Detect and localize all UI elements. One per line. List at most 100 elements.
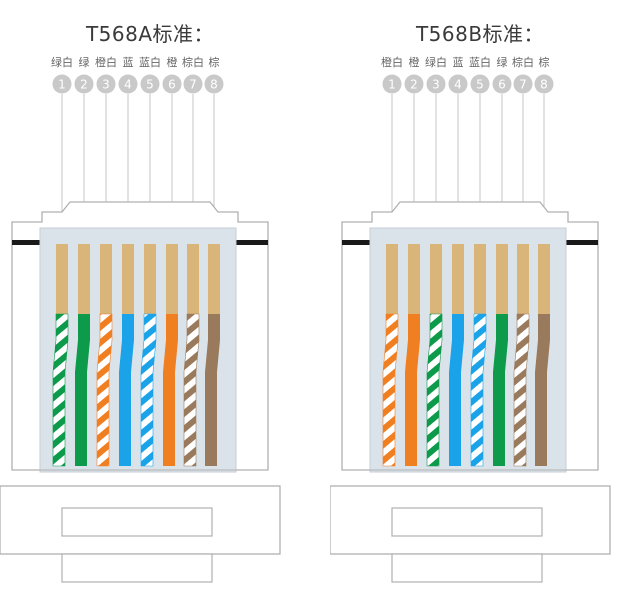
wire-4: [119, 244, 134, 466]
pin-5-number: 5: [146, 78, 154, 92]
pin-8-color-label: 棕: [539, 55, 550, 69]
pin-5-badge: [470, 74, 490, 94]
pin-4-badge: [118, 74, 138, 94]
pin-4-color-label: 蓝: [123, 56, 134, 69]
connector-contact-window: [369, 227, 567, 473]
pin-3-number: 3: [432, 78, 440, 92]
wire-2: [405, 244, 420, 466]
wire-1: [52, 244, 69, 467]
wire-8-insulation: [205, 314, 220, 466]
t568a-title: T568A标准：: [85, 22, 215, 46]
pin-8-number: 8: [210, 78, 218, 92]
wire-7-insulation: [183, 313, 200, 467]
pin-2-number: 2: [410, 78, 418, 92]
pin-3-badge: [96, 74, 116, 94]
t568b-title: T568B标准：: [415, 22, 545, 46]
wire-4-gold-contact: [452, 244, 464, 316]
plug-slot: [61, 507, 213, 537]
wire-3-gold-contact: [430, 244, 442, 316]
wire-7-gold-contact: [517, 244, 529, 316]
pin-7-color-label: 棕白: [512, 55, 534, 69]
plug-tail: [61, 553, 213, 583]
wire-4-gold-contact: [122, 244, 134, 316]
pin-7-color-label: 棕白: [182, 55, 204, 69]
wire-3-gold-contact: [100, 244, 112, 316]
wire-8-insulation: [535, 314, 550, 466]
pin-6-number: 6: [498, 78, 506, 92]
wire-8: [535, 244, 550, 466]
pin-5-color-label: 蓝白: [469, 55, 491, 69]
wire-8: [205, 244, 220, 466]
wire-5-gold-contact: [474, 244, 486, 316]
plug-tail: [391, 553, 543, 583]
pin-4-number: 4: [124, 78, 132, 92]
pin-2-color-label: 橙: [409, 55, 420, 69]
pin-1-color-label: 橙白: [381, 55, 403, 69]
pin-6-badge: [492, 74, 512, 94]
pin-8-badge: [204, 74, 224, 94]
wire-1-insulation: [52, 313, 69, 467]
pin-8-number: 8: [540, 78, 548, 92]
pin-1-badge: [52, 74, 72, 94]
wire-7: [183, 244, 200, 467]
wire-3-insulation: [426, 313, 443, 467]
pin-5-badge: [140, 74, 160, 94]
wire-1-gold-contact: [56, 244, 68, 316]
pin-5-color-label: 蓝白: [139, 55, 161, 69]
wire-1: [382, 244, 399, 467]
wire-8-gold-contact: [538, 244, 550, 316]
wire-2-insulation: [405, 314, 420, 466]
wire-3: [96, 244, 113, 467]
wire-6-gold-contact: [166, 244, 178, 316]
pin-6-color-label: 绿: [497, 55, 508, 69]
wire-4-insulation: [449, 314, 464, 466]
wire-5-insulation: [470, 313, 487, 467]
pin-4-number: 4: [454, 78, 462, 92]
wire-4-insulation: [119, 314, 134, 466]
pin-1-color-label: 绿白: [51, 55, 73, 69]
pin-4-color-label: 蓝: [453, 56, 464, 69]
pin-1-number: 1: [58, 78, 66, 92]
pin-6-color-label: 橙: [167, 55, 178, 69]
wire-6-insulation: [493, 314, 508, 466]
pin-2-number: 2: [80, 78, 88, 92]
wire-5-gold-contact: [144, 244, 156, 316]
wire-7: [513, 244, 530, 467]
wire-2: [75, 244, 90, 466]
pin-3-color-label: 绿白: [425, 55, 447, 69]
pin-7-number: 7: [189, 78, 197, 92]
wire-2-insulation: [75, 314, 90, 466]
pin-3-color-label: 橙白: [95, 55, 117, 69]
pin-6-number: 6: [168, 78, 176, 92]
wire-2-gold-contact: [78, 244, 90, 316]
pin-6-badge: [162, 74, 182, 94]
pin-8-color-label: 棕: [209, 55, 220, 69]
wire-7-insulation: [513, 313, 530, 467]
pin-8-badge: [534, 74, 554, 94]
connector-contact-window: [39, 227, 237, 473]
pin-1-badge: [382, 74, 402, 94]
wire-2-gold-contact: [408, 244, 420, 316]
wire-3: [426, 244, 443, 467]
wire-1-insulation: [382, 313, 399, 467]
pin-2-badge: [74, 74, 94, 94]
pin-7-badge: [513, 74, 533, 94]
wire-1-gold-contact: [386, 244, 398, 316]
wire-5-insulation: [140, 313, 157, 467]
plug-slot: [391, 507, 543, 537]
wire-5: [140, 244, 157, 467]
wire-8-gold-contact: [208, 244, 220, 316]
pin-2-color-label: 绿: [79, 55, 90, 69]
pin-3-badge: [426, 74, 446, 94]
pin-2-badge: [404, 74, 424, 94]
wire-6: [163, 244, 178, 466]
wire-6-insulation: [163, 314, 178, 466]
wire-7-gold-contact: [187, 244, 199, 316]
wire-6-gold-contact: [496, 244, 508, 316]
pin-1-number: 1: [388, 78, 396, 92]
pin-7-badge: [183, 74, 203, 94]
